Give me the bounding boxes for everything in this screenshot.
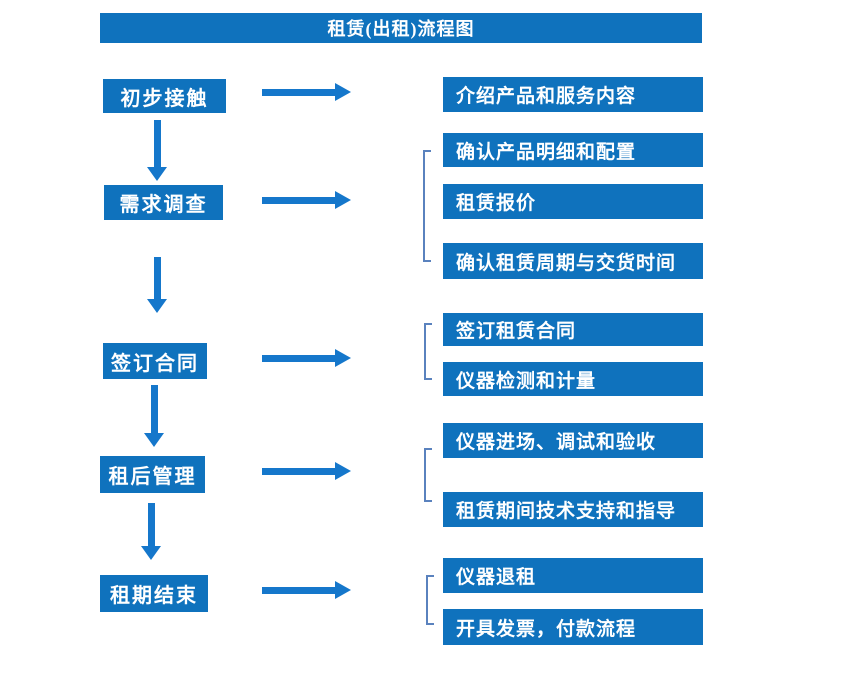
arrow-head-down-icon (144, 433, 164, 447)
arrow-head-down-icon (147, 299, 167, 313)
output-box-instrument-inspection: 仪器检测和计量 (443, 362, 703, 396)
arrow-head-down-icon (141, 546, 161, 560)
arrow-shaft (153, 120, 161, 167)
arrow-head-right-icon (335, 349, 351, 367)
flow-arrow-down-3 (144, 385, 164, 447)
stage-box-lease-end: 租期结束 (100, 575, 208, 612)
flow-arrow-down-2 (147, 257, 167, 313)
arrow-head-right-icon (335, 83, 351, 101)
output-box-rental-quotation: 租赁报价 (443, 184, 703, 219)
flowchart-title: 租赁(出租)流程图 (100, 13, 702, 43)
group-bracket-post-rental (424, 448, 432, 502)
arrow-head-right-icon (335, 191, 351, 209)
flow-arrow-down-1 (147, 120, 167, 181)
group-bracket-lease-end (426, 575, 434, 625)
arrow-shaft (150, 385, 158, 433)
flow-arrow-right-2 (262, 191, 351, 209)
flow-arrow-down-4 (141, 503, 161, 560)
stage-box-demand-survey: 需求调查 (104, 185, 223, 220)
flow-arrow-right-4 (262, 462, 351, 480)
arrow-shaft (262, 196, 335, 204)
arrow-head-down-icon (147, 167, 167, 181)
arrow-shaft (262, 467, 335, 475)
arrow-shaft (262, 88, 335, 96)
stage-box-sign-contract: 签订合同 (103, 343, 207, 379)
group-bracket-demand-survey (423, 150, 431, 262)
arrow-shaft (147, 503, 155, 546)
stage-box-initial-contact: 初步接触 (103, 79, 226, 113)
output-box-technical-support: 租赁期间技术支持和指导 (443, 492, 703, 527)
arrow-shaft (262, 586, 335, 594)
arrow-shaft (262, 354, 335, 362)
group-bracket-sign-contract (424, 323, 432, 380)
output-box-confirm-rental-period: 确认租赁周期与交货时间 (443, 243, 703, 279)
arrow-shaft (153, 257, 161, 299)
arrow-head-right-icon (335, 462, 351, 480)
flow-arrow-right-5 (262, 581, 351, 599)
output-box-instrument-installation: 仪器进场、调试和验收 (443, 423, 703, 458)
output-box-instrument-return: 仪器退租 (443, 558, 703, 593)
flow-arrow-right-1 (262, 83, 351, 101)
output-box-sign-rental-contract: 签订租赁合同 (443, 313, 703, 346)
output-box-confirm-product-details: 确认产品明细和配置 (443, 133, 703, 167)
output-box-invoice-payment: 开具发票，付款流程 (443, 609, 703, 645)
output-box-introduce-products-services: 介绍产品和服务内容 (443, 77, 703, 112)
stage-box-post-rental-management: 租后管理 (100, 456, 205, 493)
flow-arrow-right-3 (262, 349, 351, 367)
arrow-head-right-icon (335, 581, 351, 599)
